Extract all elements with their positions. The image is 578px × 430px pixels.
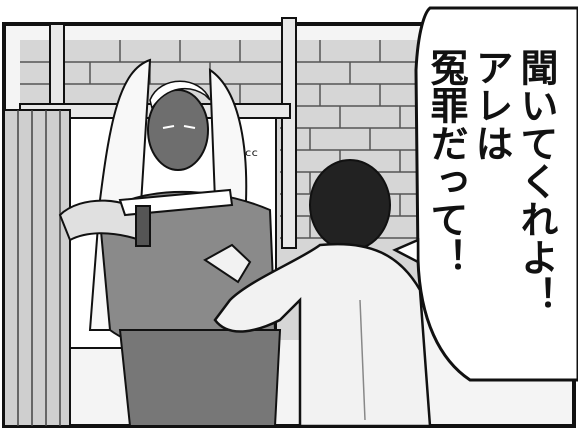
speech-bubble <box>392 6 578 382</box>
woman-character <box>58 58 282 427</box>
eye-right <box>183 125 196 129</box>
spine-shading <box>359 299 366 421</box>
dialogue-column-3: 冤罪だって！ <box>424 48 468 276</box>
reaching-hand <box>203 243 252 284</box>
bubble-tail <box>392 238 420 265</box>
eye-left <box>162 125 175 129</box>
dialogue-text: 聞いてくれよ！ アレは 冤罪だって！ <box>424 48 558 314</box>
sound-effect: ᶜᶜ <box>245 146 258 167</box>
dialogue-column-2: アレは <box>469 48 513 162</box>
hair <box>309 159 391 251</box>
lower-body <box>118 329 282 427</box>
sword-hilt <box>135 205 151 247</box>
bare-back <box>213 242 432 428</box>
wooden-planks <box>3 109 71 427</box>
man-character <box>203 159 432 428</box>
dialogue-column-1: 聞いてくれよ！ <box>514 48 558 314</box>
